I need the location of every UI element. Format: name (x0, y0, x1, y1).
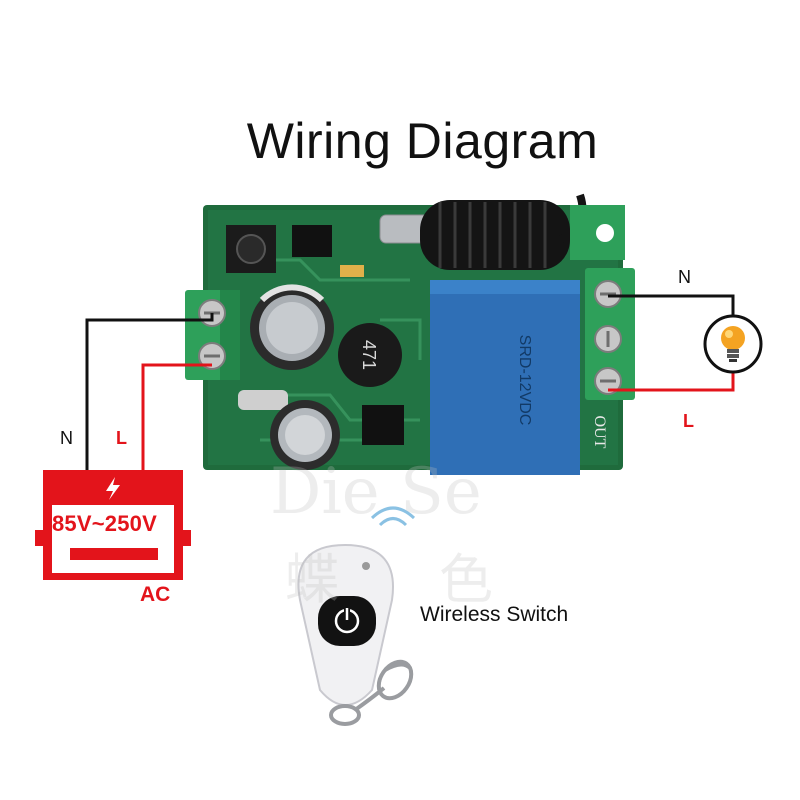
inductor: 471 (338, 323, 402, 387)
input-live-wire (141, 363, 212, 470)
light-bulb-icon (703, 314, 763, 374)
antenna-coil (420, 193, 587, 270)
power-supply (35, 470, 191, 580)
watermark-latin: Die Se (270, 455, 482, 529)
output-live-label: L (683, 411, 694, 431)
relay: SRD-12VDC (430, 280, 580, 475)
power-supply-bar (70, 548, 158, 560)
input-neutral-label: N (60, 428, 73, 448)
receiver-module: 471 SRD-12VDC OUT (203, 193, 625, 475)
ic-chip-top (292, 225, 332, 257)
remote-control (297, 506, 416, 726)
input-neutral-wire (85, 313, 214, 470)
output-terminal-block (585, 268, 635, 400)
capacitor-small (270, 400, 340, 470)
power-type-label: AC (140, 583, 171, 606)
remote-label: Wireless Switch (420, 603, 569, 626)
out-label: OUT (591, 416, 608, 449)
relay-label: SRD-12VDC (516, 335, 533, 426)
output-live-wire (608, 372, 735, 392)
remote-led (362, 562, 370, 570)
diode (340, 265, 364, 277)
diagram-title: Wiring Diagram (246, 113, 599, 169)
resistor (238, 390, 288, 410)
power-supply-tab-left (35, 530, 45, 546)
watermark-cjk: 蝶色 (285, 548, 593, 611)
output-neutral-wire (608, 294, 735, 316)
inductor-label: 471 (359, 340, 379, 370)
wifi-signal-icon (370, 506, 416, 527)
power-supply-tab-right (181, 530, 191, 546)
voltage-label: 85V~250V (52, 511, 157, 536)
ic-chip-bottom (362, 405, 404, 445)
output-neutral-label: N (678, 267, 691, 287)
mount-hole (596, 224, 614, 242)
input-live-label: L (116, 428, 127, 448)
power-supply-panel (52, 505, 174, 573)
remote-button (318, 596, 376, 646)
push-button (236, 234, 266, 264)
keychain (329, 659, 414, 726)
capacitor-large (250, 284, 334, 370)
lightning-icon (106, 477, 120, 500)
